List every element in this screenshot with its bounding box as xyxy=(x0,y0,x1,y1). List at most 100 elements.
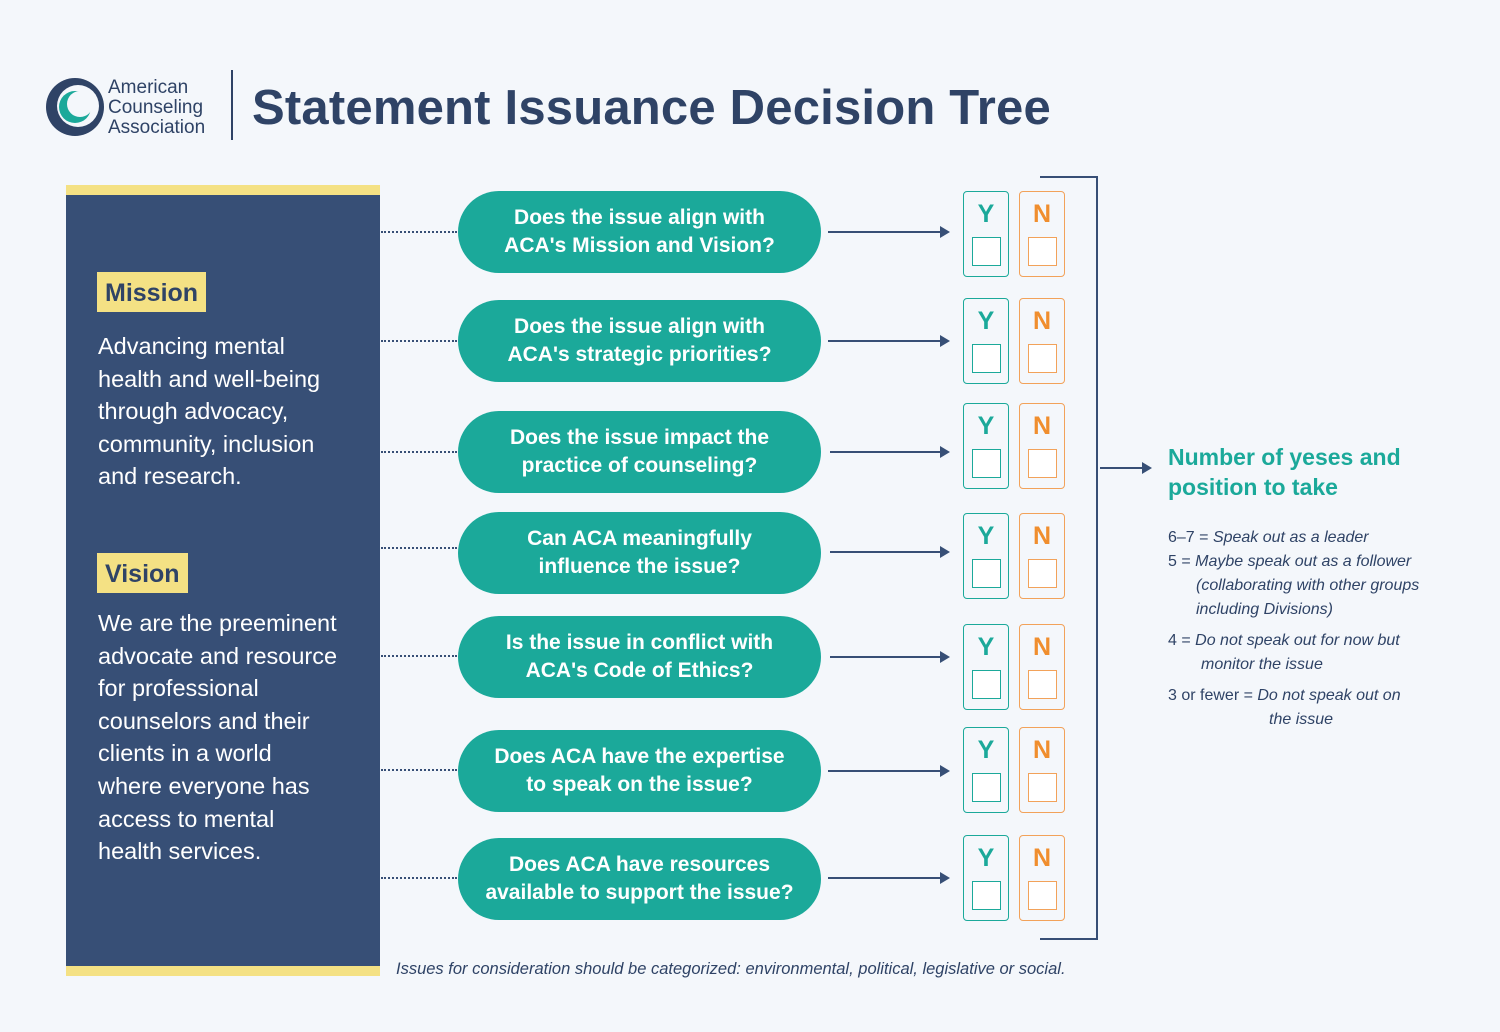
vision-text-line: clients in a world xyxy=(98,740,272,767)
mission-text: Advancing mental health and well-being t… xyxy=(98,330,373,493)
rule-text: including Divisions) xyxy=(1196,601,1333,618)
org-name-line: American xyxy=(108,77,189,98)
no-letter: N xyxy=(1032,844,1052,872)
arrow-to-answer xyxy=(828,226,950,238)
no-checkbox[interactable] xyxy=(1028,670,1057,699)
yes-option[interactable]: Y xyxy=(963,191,1009,277)
dotted-connector xyxy=(381,877,457,879)
yes-letter: Y xyxy=(977,522,995,550)
panel-bottom-stripe xyxy=(66,966,380,976)
rule-text: Do not speak out for now but xyxy=(1195,632,1400,649)
no-option[interactable]: N xyxy=(1019,403,1065,489)
yes-letter: Y xyxy=(977,200,995,228)
no-checkbox[interactable] xyxy=(1028,344,1057,373)
footnote: Issues for consideration should be categ… xyxy=(396,960,1066,978)
no-letter: N xyxy=(1032,633,1052,661)
rule-text: Maybe speak out as a follower xyxy=(1195,553,1412,570)
result-rule: 4 = Do not speak out for now but xyxy=(1168,629,1400,653)
no-checkbox[interactable] xyxy=(1028,449,1057,478)
rule-text: Do not speak out on xyxy=(1257,687,1401,704)
no-checkbox[interactable] xyxy=(1028,559,1057,588)
yes-checkbox[interactable] xyxy=(972,559,1001,588)
no-option[interactable]: N xyxy=(1019,191,1065,277)
yes-checkbox[interactable] xyxy=(972,449,1001,478)
yes-letter: Y xyxy=(977,633,995,661)
vision-text-line: We are the preeminent xyxy=(98,610,337,636)
question-line: Can ACA meaningfully xyxy=(527,527,752,550)
arrow-to-answer xyxy=(828,765,950,777)
question-line: Does ACA have the expertise xyxy=(494,745,785,768)
no-option[interactable]: N xyxy=(1019,513,1065,599)
yes-option[interactable]: Y xyxy=(963,403,1009,489)
dotted-connector xyxy=(381,231,457,233)
rule-text: (collaborating with other groups xyxy=(1196,577,1420,594)
dotted-connector xyxy=(381,451,457,453)
result-rule-continuation: (collaborating with other groups xyxy=(1196,574,1419,598)
dotted-connector xyxy=(381,769,457,771)
no-letter: N xyxy=(1032,736,1052,764)
rule-text: the issue xyxy=(1269,711,1334,728)
header-divider xyxy=(231,70,233,140)
yes-checkbox[interactable] xyxy=(972,881,1001,910)
vision-text: We are the preeminent advocate and resou… xyxy=(98,607,373,868)
mission-label: Mission xyxy=(97,272,207,312)
yes-option[interactable]: Y xyxy=(963,298,1009,384)
no-option[interactable]: N xyxy=(1019,298,1065,384)
question-line: ACA's Mission and Vision? xyxy=(504,234,775,257)
question-line: Does the issue align with xyxy=(514,315,765,338)
result-rule-continuation: monitor the issue xyxy=(1201,653,1323,677)
no-checkbox[interactable] xyxy=(1028,773,1057,802)
vision-text-line: access to mental xyxy=(98,805,275,832)
no-checkbox[interactable] xyxy=(1028,881,1057,910)
question-line: ACA's strategic priorities? xyxy=(507,343,772,366)
no-option[interactable]: N xyxy=(1019,835,1065,921)
no-checkbox[interactable] xyxy=(1028,237,1057,266)
arrow-to-answer xyxy=(830,651,950,663)
mission-text-line: health and well-being xyxy=(98,365,321,392)
result-rule: 3 or fewer = Do not speak out on xyxy=(1168,684,1401,708)
yes-checkbox[interactable] xyxy=(972,344,1001,373)
no-letter: N xyxy=(1032,307,1052,335)
result-rule: 5 = Maybe speak out as a follower xyxy=(1168,550,1411,574)
question-line: available to support the issue? xyxy=(485,881,794,904)
yes-option[interactable]: Y xyxy=(963,624,1009,710)
yes-letter: Y xyxy=(977,736,995,764)
result-rule: 6–7 = Speak out as a leader xyxy=(1168,526,1369,550)
yes-option[interactable]: Y xyxy=(963,513,1009,599)
rule-text: Speak out as a leader xyxy=(1212,529,1369,546)
question-line: Is the issue in conflict with xyxy=(505,631,774,654)
question-line: ACA's Code of Ethics? xyxy=(525,659,754,682)
yes-letter: Y xyxy=(977,844,995,872)
rule-key: 6–7 = xyxy=(1168,529,1213,546)
yes-checkbox[interactable] xyxy=(972,670,1001,699)
no-letter: N xyxy=(1032,200,1052,228)
mission-text-line: through advocacy, xyxy=(98,398,289,425)
question-line: practice of counseling? xyxy=(521,454,758,477)
org-name-line: Association xyxy=(108,117,206,138)
mission-text-line: and research. xyxy=(98,463,242,490)
dotted-connector xyxy=(381,340,457,342)
no-option[interactable]: N xyxy=(1019,624,1065,710)
arrow-to-answer xyxy=(830,546,950,558)
org-name-line: Counseling xyxy=(108,97,204,118)
panel-top-stripe xyxy=(66,185,380,195)
mission-vision-panel: Mission Advancing mental health and well… xyxy=(66,185,380,976)
yes-letter: Y xyxy=(977,412,995,440)
rule-key: 5 = xyxy=(1168,553,1196,570)
yes-option[interactable]: Y xyxy=(963,727,1009,813)
no-letter: N xyxy=(1032,522,1052,550)
aca-logo-icon xyxy=(46,78,104,136)
yes-checkbox[interactable] xyxy=(972,773,1001,802)
yes-checkbox[interactable] xyxy=(972,237,1001,266)
result-title: Number of yeses and position to take xyxy=(1168,442,1468,502)
yes-option[interactable]: Y xyxy=(963,835,1009,921)
arrow-to-answer xyxy=(830,446,950,458)
question-line: Does ACA have resources xyxy=(508,853,771,876)
rule-key: 3 or fewer = xyxy=(1168,687,1258,704)
dotted-connector xyxy=(381,547,457,549)
rule-key: 4 = xyxy=(1168,632,1196,649)
no-option[interactable]: N xyxy=(1019,727,1065,813)
